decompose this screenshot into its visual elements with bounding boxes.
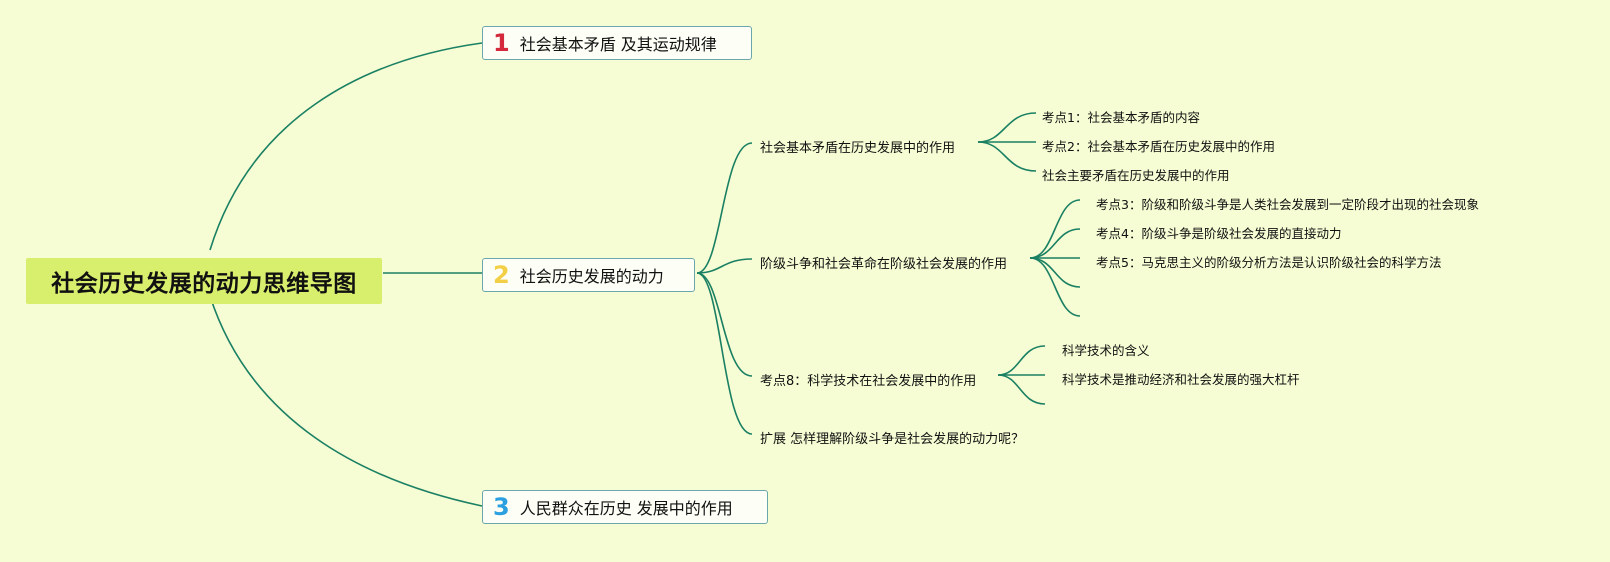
branch-label: 人民群众在历史 发展中的作用 (519, 499, 733, 518)
subtopic-science-technology-role[interactable]: 考点8：科学技术在社会发展中的作用 (760, 374, 977, 389)
connector-sub3-leaf-3 (997, 374, 1046, 405)
branch-historical-driving-force[interactable]: 2 社会历史发展的动力 (482, 258, 695, 292)
connector-sub2-leaf-5 (1029, 257, 1081, 317)
connector-sub2-leaf-4 (1029, 257, 1081, 288)
subtopic-extension-question[interactable]: 扩展 怎样理解阶级斗争是社会发展的动力呢？ (760, 432, 1025, 447)
number-3-icon: 3 (493, 493, 510, 521)
subtopic-class-struggle-role[interactable]: 阶级斗争和社会革命在阶级社会发展的作用 (760, 257, 1008, 272)
leaf-science-lever[interactable]: 科学技术是推动经济和社会发展的强大杠杆 (1062, 372, 1300, 387)
connector-branch2-sub-2 (696, 258, 753, 274)
branch-social-basic-contradiction[interactable]: 1 社会基本矛盾 及其运动规律 (482, 26, 752, 60)
branch-people-in-history[interactable]: 3 人民群众在历史 发展中的作用 (482, 490, 768, 524)
subtopic-basic-contradiction-role[interactable]: 社会基本矛盾在历史发展中的作用 (760, 141, 956, 156)
branch-label: 社会历史发展的动力 (519, 267, 664, 286)
connector-sub2-leaf-1 (1029, 199, 1081, 259)
central-topic-title: 社会历史发展的动力思维导图 (51, 271, 357, 297)
connector-central-branch-3 (209, 295, 483, 507)
leaf-point-5[interactable]: 考点5：马克思主义的阶级分析方法是认识阶级社会的科学方法 (1096, 255, 1442, 270)
connector-sub1-leaf-3 (977, 141, 1037, 172)
leaf-point-1[interactable]: 考点1：社会基本矛盾的内容 (1042, 110, 1200, 125)
connector-branch2-sub-1 (696, 142, 753, 274)
leaf-point-2[interactable]: 考点2：社会基本矛盾在历史发展中的作用 (1042, 139, 1275, 154)
connector-central-branch-1 (209, 42, 483, 251)
connector-sub3-leaf-1 (997, 345, 1046, 376)
number-1-icon: 1 (493, 29, 510, 57)
connector-sub2-leaf-2 (1029, 228, 1081, 259)
connector-branch2-sub-3 (696, 272, 753, 377)
central-topic[interactable]: 社会历史发展的动力思维导图 (26, 258, 382, 304)
leaf-point-3[interactable]: 考点3：阶级和阶级斗争是人类社会发展到一定阶段才出现的社会现象 (1096, 197, 1479, 212)
branch-label: 社会基本矛盾 及其运动规律 (519, 35, 717, 54)
leaf-point-4[interactable]: 考点4：阶级斗争是阶级社会发展的直接动力 (1096, 226, 1342, 241)
leaf-science-meaning[interactable]: 科学技术的含义 (1062, 343, 1150, 358)
leaf-main-contradiction[interactable]: 社会主要矛盾在历史发展中的作用 (1042, 168, 1230, 183)
connector-branch2-sub-4 (696, 272, 753, 435)
connector-sub1-leaf-1 (977, 112, 1037, 143)
number-2-icon: 2 (493, 261, 510, 289)
